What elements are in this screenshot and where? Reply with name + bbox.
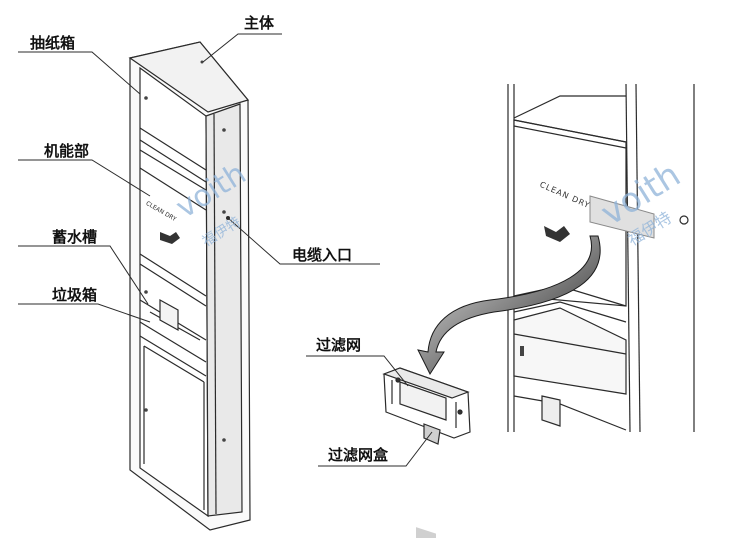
closeup-latch: [520, 346, 524, 356]
leader-cable-inlet: [227, 217, 380, 265]
label-cable-inlet: 电缆入口: [292, 246, 353, 264]
leader-filter-net: [306, 355, 409, 387]
cabinet-unit: [128, 41, 251, 531]
label-water-tray: 蓄水槽: [52, 228, 98, 246]
trash-top-edge: [139, 335, 207, 377]
filter-box-part: [382, 367, 471, 538]
label-trash-box: 垃圾箱: [52, 286, 98, 304]
leader-lines-left: [18, 33, 380, 323]
removal-arrow: [417, 235, 601, 376]
closeup-view: [507, 83, 695, 433]
label-paper-box: 抽纸箱: [30, 34, 76, 52]
hand-icon-right: [544, 226, 570, 242]
leader-paper-box: [18, 51, 141, 95]
closeup-hole: [679, 215, 689, 225]
cable-inlet-point: [226, 216, 230, 220]
label-filter-box: 过滤网盒: [328, 446, 389, 464]
paper-box-lower-edge: [139, 127, 207, 171]
closeup-water-tray: [513, 307, 627, 395]
leader-main-body: [202, 33, 282, 63]
leader-machine-unit: [18, 159, 151, 197]
leader-water-tray: [18, 245, 149, 305]
leader-filter-box: [318, 431, 433, 467]
closeup-outlet-slot: [589, 195, 655, 239]
filter-net-part: [399, 381, 447, 421]
label-machine-unit: 机能部: [44, 142, 90, 160]
leader-trash-box: [18, 303, 151, 323]
label-main-body: 主体: [244, 14, 275, 32]
cabinet-top: [128, 41, 250, 113]
machine-bottom-edge: [139, 253, 207, 297]
machine-top-edge: [139, 167, 207, 211]
cabinet-screws: [144, 60, 226, 442]
hand-icon-left: [160, 232, 180, 244]
label-filter-net: 过滤网: [316, 336, 362, 354]
leader-lines-right: [306, 355, 433, 467]
